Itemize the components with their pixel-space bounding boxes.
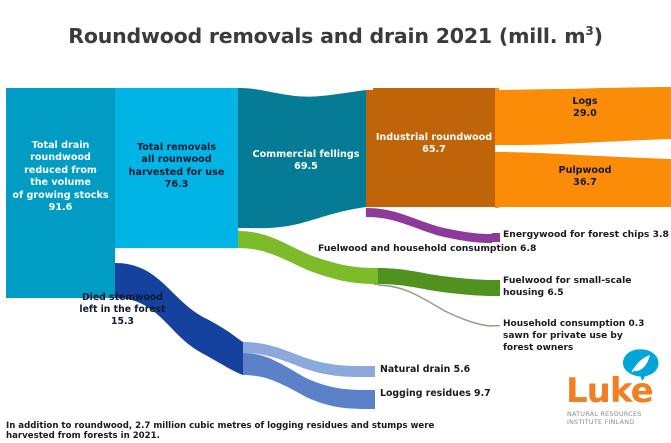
luke-leaf-icon — [623, 349, 659, 381]
link-total-removals-to-commercial-fellings — [238, 88, 366, 229]
swatch-fuelwood-small-scale — [492, 280, 500, 296]
luke-subtitle-line: NATURAL RESOURCES — [567, 410, 642, 418]
page-title-main: Roundwood removals and drain 2021 (mill.… — [68, 24, 586, 48]
node-pulpwood — [495, 152, 499, 208]
swatch-energywood — [492, 233, 500, 242]
link-total-removals-to-fuelwood-household — [238, 231, 378, 284]
label-energywood: Energywood for forest chips 3.8 — [503, 229, 669, 240]
link-commercial-fellings-to-energywood — [366, 208, 492, 243]
link-industrial-roundwood-to-logs — [495, 87, 671, 145]
label-line: forest owners — [503, 342, 574, 353]
footnote: In addition to roundwood, 2.7 million cu… — [6, 421, 435, 442]
node-fuelwood-household — [374, 268, 378, 285]
label-line: housing 6.5 — [503, 287, 564, 299]
link-fuelwood-to-small-scale-housing — [378, 268, 492, 296]
node-industrial-roundwood — [373, 88, 495, 207]
node-total-removals — [115, 88, 238, 248]
link-fuelwood-to-household-consumption — [377, 284, 493, 327]
page-title: Roundwood removals and drain 2021 (mill.… — [0, 24, 671, 48]
link-died-stemwood-to-logging-residues — [243, 353, 366, 409]
page-title-tail: ) — [593, 24, 603, 48]
luke-subtitle: NATURAL RESOURCES INSTITUTE FINLAND — [567, 410, 667, 427]
node-commercial-fellings — [238, 88, 242, 228]
luke-wordmark: Luke — [566, 371, 654, 411]
node-logs — [495, 88, 499, 145]
swatch-household-consumption — [492, 325, 500, 327]
swatch-natural-drain — [366, 366, 375, 377]
swatch-logging-residues — [366, 390, 375, 409]
node-total-drain — [6, 88, 115, 298]
link-total-drain-to-died-stemwood — [115, 263, 243, 375]
page-title-superscript: 3 — [585, 24, 594, 39]
label-logging-residues: Logging residues 9.7 — [380, 388, 491, 399]
label-fuelwood-small-scale: Fuelwood for small-scale housing 6.5 — [503, 275, 671, 299]
label-fuelwood-household: Fuelwood and household consumption 6.8 — [318, 243, 537, 254]
label-natural-drain: Natural drain 5.6 — [380, 364, 471, 375]
label-line: sawn for private use by — [503, 330, 623, 341]
label-line: Fuelwood for small-scale — [503, 275, 632, 286]
label-household-consumption: Household consumption 0.3 sawn for priva… — [503, 319, 671, 355]
luke-subtitle-line: INSTITUTE FINLAND — [567, 418, 635, 427]
label-line: Household consumption 0.3 — [503, 319, 645, 329]
link-industrial-roundwood-to-pulpwood — [495, 152, 671, 207]
link-died-stemwood-to-natural-drain — [243, 342, 366, 377]
luke-logo: Luke NATURAL RESOURCES INSTITUTE FINLAND — [566, 349, 667, 428]
link-commercial-fellings-to-industrial-roundwood — [366, 90, 373, 207]
